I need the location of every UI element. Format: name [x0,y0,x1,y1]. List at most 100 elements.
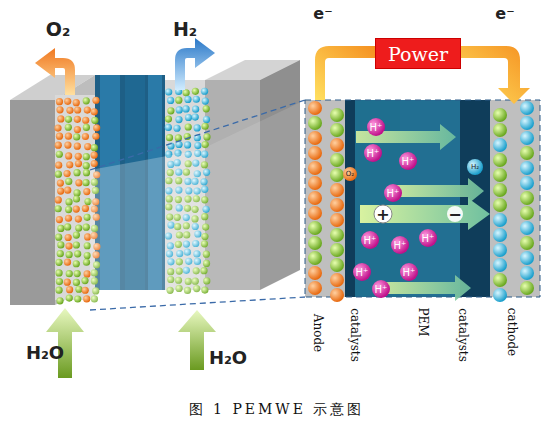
particle [56,98,63,105]
particle [56,133,63,140]
particle [493,153,507,167]
particle [57,250,64,257]
particle [84,252,91,259]
particle [75,215,82,222]
text-label: e⁻ [313,4,332,23]
particle [55,142,62,149]
particle [84,214,91,221]
text-label: H₂ [173,18,197,40]
text-label: H₂O [209,347,247,368]
particle [399,152,417,170]
power-box: Power [375,38,461,69]
particle [367,118,385,136]
particle [364,144,382,162]
particle [82,133,89,140]
particle [330,123,344,137]
particle [65,215,72,222]
particle [75,153,82,160]
particle [520,131,534,145]
particle [185,114,192,121]
particle [82,287,89,294]
particle [55,171,62,178]
particle [203,133,210,140]
particle [74,143,81,150]
particle [400,263,418,281]
particle [91,152,98,159]
particle [65,152,72,159]
particle [73,169,80,176]
particle [73,205,80,212]
particle [81,277,88,284]
text-label: H⁺ [402,156,415,167]
particle [65,133,72,140]
particle [73,99,80,106]
particle [493,138,507,152]
particle [73,279,80,286]
particle [57,115,64,122]
particle [66,251,73,258]
text-label: O₂ [346,170,354,178]
text-label: + [376,205,389,224]
particle [165,124,172,131]
particle [167,97,174,104]
particle [202,97,209,104]
particle [83,153,90,160]
layer-label: catalysts [456,308,470,362]
particle [330,273,344,287]
particle [65,243,72,250]
text-label: H⁺ [394,240,407,251]
particle [64,279,71,286]
particle [185,123,192,130]
particle [493,198,507,212]
particle [308,251,322,265]
particle [73,241,80,248]
particle [75,160,82,167]
particle [54,124,61,131]
particle [64,141,71,148]
particle [165,88,172,95]
particle [201,123,208,130]
particle [183,89,190,96]
particle [74,250,81,257]
particle [66,294,73,301]
particle [308,161,322,175]
particle [308,101,322,115]
particle [57,180,64,187]
particle [493,228,507,242]
particle [520,101,534,115]
particle [83,295,90,302]
text-label: H⁺ [370,122,383,133]
text-label: H₂O [26,342,64,363]
particle [64,98,71,105]
particle [520,266,534,280]
particle [74,116,81,123]
particle [330,288,344,302]
particle [83,169,90,176]
text-label: H⁺ [403,267,416,278]
particle [372,280,390,298]
particle [361,231,379,249]
particle [419,229,437,247]
particle [73,260,80,267]
power-text: Power [388,43,448,65]
particle [194,124,201,131]
particle [194,142,201,149]
particle [55,205,62,212]
particle [83,188,90,195]
particle [520,161,534,175]
particle [65,124,72,131]
text-label: − [448,205,461,224]
particle [166,134,173,141]
particle [83,259,90,266]
particle [83,97,90,104]
particle [55,259,62,266]
text-label: H⁺ [387,188,400,199]
particle [201,88,208,95]
particle [92,97,99,104]
particle [184,96,191,103]
particle [330,168,344,182]
particle [520,206,534,220]
particle [65,234,72,241]
particle [353,263,371,281]
text-label: H⁺ [375,284,388,295]
